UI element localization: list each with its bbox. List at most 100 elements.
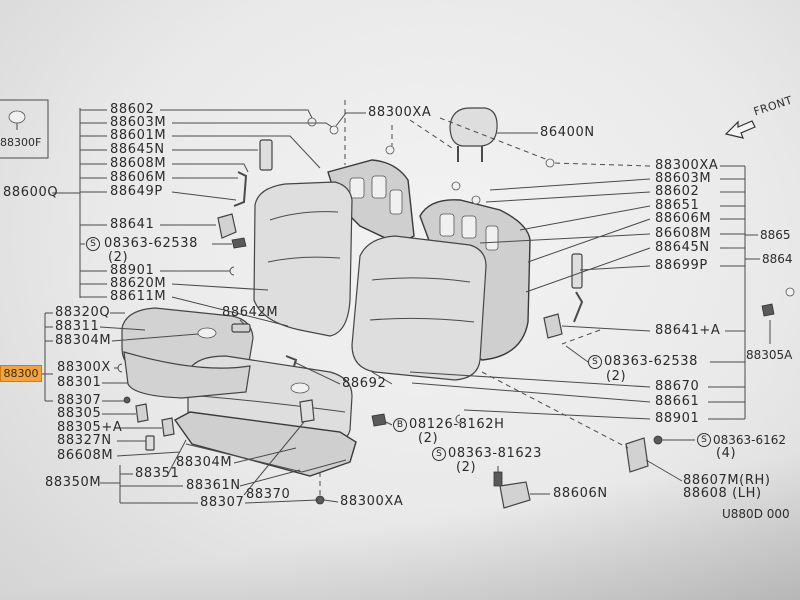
part-label-headrest: 86400N (540, 125, 595, 140)
part-label-right-1: 88603M (655, 171, 712, 186)
leader-hinge (645, 439, 695, 482)
part-label-right-lock: 88641+A (655, 323, 721, 338)
leader-88300xa-right (553, 162, 651, 167)
ticks-cushion (42, 312, 53, 402)
clip-88602-left (307, 117, 317, 127)
bolt-code-hinge: 08363-6162 (713, 433, 787, 447)
bolt-symbol-right: S (588, 355, 602, 369)
latch-bracket (231, 323, 251, 333)
leaders-cushion-group (100, 439, 319, 504)
part-label-left-0: 88602 (110, 102, 155, 117)
leader-88300xa-top (335, 112, 366, 127)
pad-left (259, 139, 273, 171)
clip-right-xa (545, 158, 555, 168)
leaders-left (160, 109, 333, 327)
bolt-qty-hinge: (4) (716, 446, 737, 461)
part-label-far-right-1: 8864 (762, 252, 793, 266)
bolt-cushion (371, 413, 387, 427)
part-label-right-6: 88645N (655, 240, 710, 255)
part-label-highlighted: 88300 (0, 365, 42, 382)
clip-far-right (785, 287, 795, 297)
hinge-bolt (653, 435, 663, 445)
part-label-trim: 88304M (176, 455, 233, 470)
part-label-cushion-6: 88305 (57, 406, 102, 421)
bolt-code-right: 08363-62538 (604, 354, 699, 369)
part-label-group-0: 88351 (135, 466, 180, 481)
ticks-left (80, 109, 107, 298)
bolt-qty-bracket: (2) (456, 460, 477, 475)
part-label-box: 88300F (0, 136, 42, 149)
bolt-symbol-cushion: B (393, 418, 407, 432)
part-label-right-lower-2: 88901 (655, 411, 700, 426)
clip-right-a (451, 181, 461, 191)
c-marker-88901-right (455, 414, 461, 424)
frame-hole (371, 175, 387, 199)
right-seatback-cushion (351, 235, 487, 381)
part-label-right-4: 88606M (655, 211, 712, 226)
part-label-left-5: 88606M (110, 170, 167, 185)
part-label-bracket: 88606N (553, 486, 608, 501)
part-label-cushion-7: 88305+A (57, 420, 123, 435)
part-label-left-2: 88601M (110, 128, 167, 143)
hook-88692 (285, 355, 298, 367)
strap-right (573, 291, 584, 323)
part-label-left-1: 88603M (110, 115, 167, 130)
part-label-hinge-lh: 88608 (LH) (683, 486, 762, 501)
bolt-bracket (493, 471, 503, 487)
bolt-left (231, 237, 247, 249)
part-label-left-6: 88649P (110, 184, 163, 199)
clip-right-b (471, 195, 481, 205)
part-label-right-3: 88651 (655, 198, 700, 213)
left-seatback-seam (267, 211, 341, 263)
leader-cushion-bolt (385, 421, 393, 426)
frame-hole (389, 189, 403, 215)
frame-hole (349, 177, 365, 199)
part-label-pad: 88370 (246, 487, 291, 502)
diagram-code: U880D 000 (722, 507, 790, 521)
hinge (625, 437, 649, 473)
part-label-latch-bracket: 88642M (222, 305, 279, 320)
bolt-symbol-bracket: S (432, 447, 446, 461)
frame-hole (461, 215, 477, 239)
bracket-88305a (161, 417, 175, 437)
leaders-center (233, 319, 393, 503)
bolt-qty-left: (2) (108, 250, 129, 265)
part-label-left-4: 88608M (110, 156, 167, 171)
seat-front-skirt (123, 351, 251, 399)
c-marker-88300x (117, 363, 123, 373)
part-label-right-lower-1: 88661 (655, 394, 700, 409)
seat-lower-strip (185, 443, 347, 473)
bracket-88606n (499, 481, 531, 509)
headrest-shape (449, 107, 498, 147)
seat-lower-frame (173, 411, 357, 477)
part-label-left-3: 88645N (110, 142, 165, 157)
part-label-right-0: 88300XA (655, 158, 719, 173)
part-label-cushion-3: 88300X (57, 360, 111, 375)
part-label-left-lower-2: 88611M (110, 289, 167, 304)
clip-top (385, 145, 395, 155)
c-marker-88901-left (229, 266, 235, 276)
bracket-88305 (135, 403, 149, 423)
part-label-cushion-0: 88320Q (55, 305, 111, 320)
part-label-far-right-2: 88305A (746, 348, 793, 362)
dashed-guides (344, 100, 629, 449)
lock-left (217, 213, 237, 239)
ticks-right (708, 165, 760, 420)
part-label-cushion-9: 86608M (57, 448, 114, 463)
part-label-right-7: 88699P (655, 258, 708, 273)
seat-belt-guide-left (197, 327, 217, 339)
part-label-right-5: 86608M (655, 226, 712, 241)
part-label-cushion-1: 88311 (55, 319, 100, 334)
pad-right (571, 253, 583, 289)
bolt-far-right (761, 303, 775, 317)
part-label-bottom-clip: 88300XA (340, 494, 404, 509)
bolt-symbol-hinge: S (697, 433, 711, 447)
part-label-group-2: 88307 (200, 495, 245, 510)
front-arrow-icon (724, 120, 756, 139)
part-label-right-lower-0: 88670 (655, 379, 700, 394)
bolt-code-bracket: 08363-81623 (448, 446, 543, 461)
bolt-symbol-left: S (86, 237, 100, 251)
clip-cushion (123, 396, 131, 404)
clip-88603m-left (329, 125, 339, 135)
part-label-left-lower-1: 88620M (110, 276, 167, 291)
